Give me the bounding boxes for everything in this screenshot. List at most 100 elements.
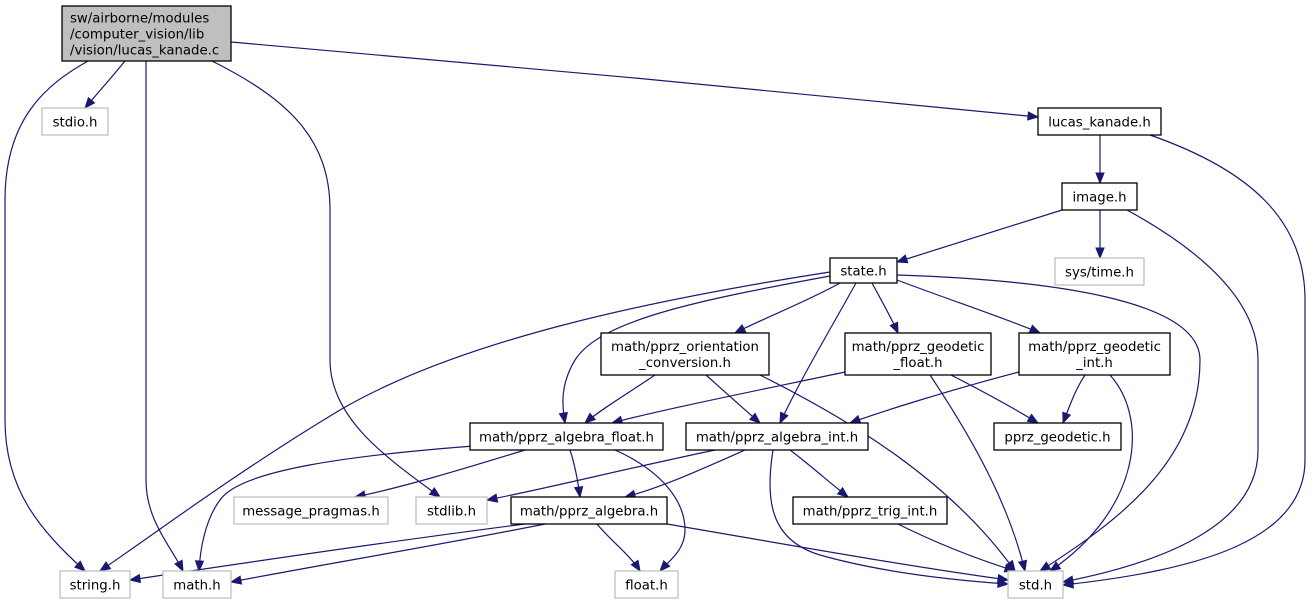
node-alg-int[interactable]: math/pprz_algebra_int.h bbox=[685, 422, 869, 451]
node-box bbox=[1054, 257, 1145, 286]
node-lucas-kanade-h[interactable]: lucas_kanade.h bbox=[1037, 107, 1162, 136]
edge-state_h-to-string bbox=[98, 271, 831, 572]
arrowhead-icon bbox=[1026, 413, 1040, 424]
edge-line bbox=[230, 523, 546, 583]
edge-line bbox=[1062, 134, 1306, 586]
edge-alg_float-to-float bbox=[614, 449, 686, 572]
arrowhead-icon bbox=[583, 412, 597, 424]
edge-alg-to-math bbox=[229, 523, 546, 585]
nodes-layer: sw/airborne/modules/computer_vision/lib/… bbox=[41, 5, 1171, 599]
edge-orient-to-alg_int bbox=[705, 374, 762, 424]
arrowhead-icon bbox=[98, 561, 112, 572]
node-image-h[interactable]: image.h bbox=[1061, 182, 1138, 211]
arrowhead-icon bbox=[1038, 561, 1052, 572]
arrowhead-icon bbox=[428, 486, 442, 498]
edge-line bbox=[99, 271, 831, 572]
node-box bbox=[993, 422, 1122, 451]
edge-line bbox=[562, 275, 831, 424]
arrowhead-icon bbox=[748, 412, 762, 424]
arrowhead-icon bbox=[1061, 575, 1075, 585]
edge-line bbox=[624, 449, 746, 498]
edge-state_h-to-alg_float bbox=[558, 275, 831, 425]
edge-root-to-stdlib bbox=[211, 60, 442, 498]
node-label: math/pprz_orientation bbox=[611, 340, 759, 355]
node-float: float.h bbox=[614, 570, 679, 599]
node-label: math/pprz_algebra.h bbox=[520, 505, 658, 520]
node-box bbox=[1061, 182, 1138, 211]
edge-line bbox=[897, 523, 1016, 572]
node-math: math.h bbox=[162, 570, 232, 599]
arrowhead-icon bbox=[128, 573, 142, 584]
edge-image_h-to-std bbox=[1061, 209, 1259, 585]
edge-alg_int-to-trig_int bbox=[789, 449, 850, 498]
node-label: _float.h bbox=[892, 356, 942, 371]
edge-state_h-to-orient bbox=[733, 282, 841, 334]
node-box bbox=[685, 422, 869, 451]
node-stdio: stdio.h bbox=[41, 107, 109, 136]
node-alg-float[interactable]: math/pprz_algebra_float.h bbox=[469, 422, 664, 451]
edge-alg_float-to-alg bbox=[569, 449, 584, 499]
arrowhead-icon bbox=[659, 560, 671, 572]
edge-alg_int-to-stdlib bbox=[485, 449, 716, 503]
node-box bbox=[233, 496, 389, 525]
arrowhead-icon bbox=[779, 411, 789, 425]
edge-line bbox=[779, 282, 857, 424]
edge-line bbox=[584, 374, 656, 424]
arrowhead-icon bbox=[229, 575, 243, 585]
edge-line bbox=[145, 61, 184, 572]
node-label: sw/airborne/modules bbox=[70, 12, 209, 27]
node-orient[interactable]: math/pprz_orientation_conversion.h bbox=[600, 332, 770, 376]
node-label: /vision/lucas_kanade.c bbox=[70, 44, 219, 59]
node-box bbox=[41, 107, 109, 136]
edge-root-to-math bbox=[145, 61, 184, 573]
node-state-h[interactable]: state.h bbox=[829, 257, 898, 284]
edge-state_h-to-alg_int bbox=[779, 282, 857, 425]
arrowhead-icon bbox=[1017, 559, 1028, 573]
edge-line bbox=[611, 371, 846, 424]
arrowhead-icon bbox=[889, 321, 899, 335]
node-alg[interactable]: math/pprz_algebra.h bbox=[510, 496, 668, 525]
edge-line bbox=[1049, 374, 1133, 572]
arrowhead-icon bbox=[836, 486, 850, 498]
node-trig-int[interactable]: math/pprz_trig_int.h bbox=[792, 496, 948, 525]
arrowhead-icon bbox=[996, 573, 1010, 584]
edge-orient-to-alg_float bbox=[583, 374, 656, 424]
edges-layer bbox=[4, 41, 1306, 589]
edge-line bbox=[354, 449, 526, 498]
node-box bbox=[792, 496, 948, 525]
edge-root-to-stdio bbox=[84, 60, 126, 110]
node-geo-int[interactable]: math/pprz_geodetic_int.h bbox=[1018, 332, 1171, 376]
node-label: math/pprz_geodetic bbox=[1028, 340, 1161, 355]
node-label: sys/time.h bbox=[1065, 266, 1134, 281]
arrowhead-icon bbox=[630, 559, 641, 573]
node-box bbox=[510, 496, 668, 525]
edge-alg_float-to-math bbox=[194, 444, 488, 573]
node-box bbox=[59, 570, 131, 599]
edge-root-to-string bbox=[4, 60, 89, 572]
edge-line bbox=[896, 274, 1201, 572]
arrowhead-icon bbox=[733, 323, 747, 334]
node-label: math/pprz_algebra_float.h bbox=[479, 431, 654, 446]
node-label: stdio.h bbox=[53, 116, 98, 131]
arrowhead-icon bbox=[1027, 111, 1040, 121]
node-pprz-geodetic[interactable]: pprz_geodetic.h bbox=[993, 422, 1122, 451]
edge-line bbox=[666, 523, 1009, 581]
node-label: stdlib.h bbox=[427, 505, 476, 520]
edge-orient-to-std bbox=[759, 374, 1016, 573]
node-label: math/pprz_algebra_int.h bbox=[696, 431, 858, 446]
node-box bbox=[469, 422, 664, 451]
node-geo-float[interactable]: math/pprz_geodetic_float.h bbox=[844, 332, 992, 376]
edge-line bbox=[849, 371, 1020, 424]
edge-alg-to-float bbox=[596, 523, 641, 573]
edge-line bbox=[759, 374, 1016, 572]
edge-image_h-to-state_h bbox=[895, 209, 1063, 264]
node-box bbox=[844, 332, 992, 376]
arrowhead-icon bbox=[84, 96, 96, 110]
arrowhead-icon bbox=[174, 559, 184, 573]
node-root: sw/airborne/modules/computer_vision/lib/… bbox=[61, 5, 232, 62]
node-box bbox=[61, 5, 232, 62]
edge-alg-to-std bbox=[666, 523, 1010, 584]
arrowhead-icon bbox=[485, 493, 499, 503]
node-label: math/pprz_trig_int.h bbox=[803, 505, 938, 520]
node-box bbox=[1018, 332, 1171, 376]
